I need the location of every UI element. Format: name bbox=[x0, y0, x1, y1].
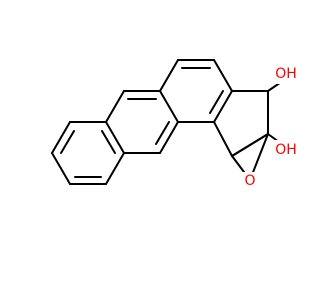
oh-bonds bbox=[267, 75, 291, 151]
ring-left bbox=[51, 121, 125, 185]
svg-text:OH: OH bbox=[275, 142, 297, 158]
ring-upper-middle bbox=[105, 90, 179, 154]
atom-oh-bottom: OH bbox=[274, 140, 298, 160]
ring-saturated bbox=[213, 90, 269, 157]
svg-text:O: O bbox=[244, 173, 255, 189]
molecule-structure: OH OH O bbox=[51, 59, 298, 190]
ring-upper-right bbox=[159, 59, 233, 123]
atom-epoxide-o: O bbox=[240, 172, 260, 190]
svg-text:OH: OH bbox=[275, 66, 297, 82]
atom-oh-top: OH bbox=[274, 64, 298, 84]
